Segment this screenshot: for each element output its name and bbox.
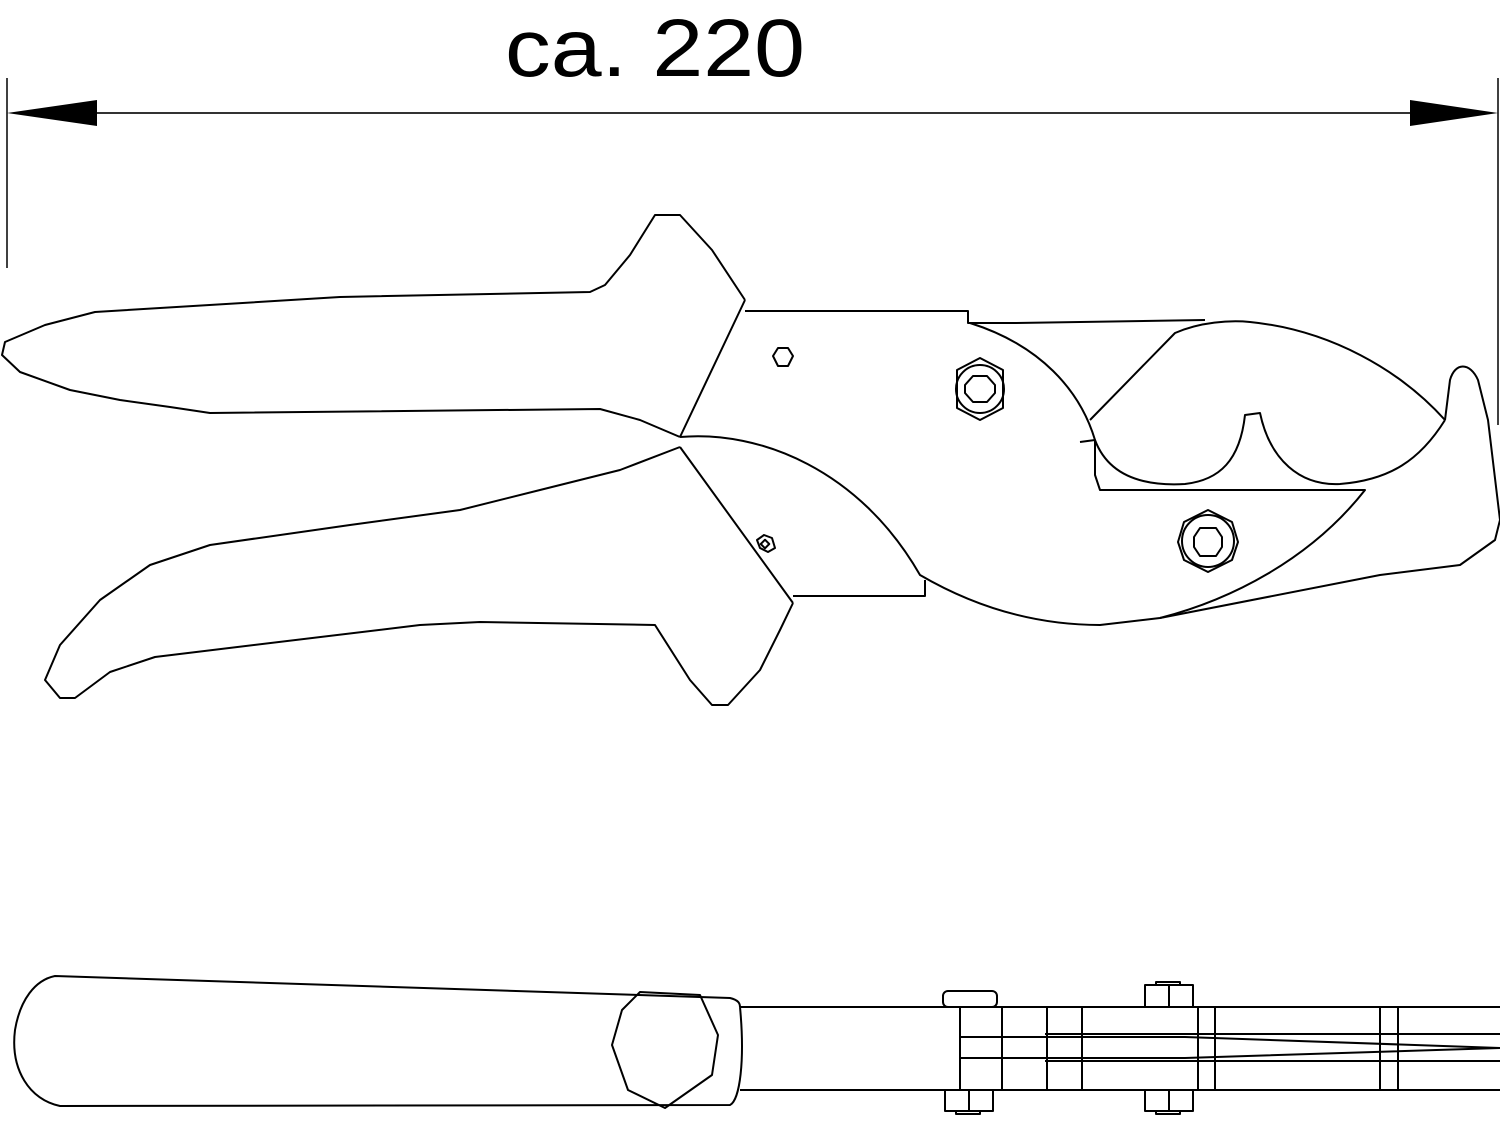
upper-body-plate [679,299,1206,438]
bottom-bolt [1144,1089,1194,1115]
lower-bolt [1177,509,1239,573]
small-rivet-upper [772,347,794,367]
top-bolt [1144,981,1194,1008]
dimension-annotation: ca. 220 [6,3,1499,425]
upper-handle [1,214,746,438]
top-rivet-head [942,990,998,1008]
center-slot [960,1036,1500,1059]
upper-bolt [955,357,1005,421]
lower-handle [44,446,794,706]
bottom-rivet [944,1089,994,1115]
side-view [1,214,1500,706]
pipe-cradle [1079,412,1446,486]
arrow-right-icon [1410,100,1498,126]
handle-grip [13,975,743,1107]
top-view [13,975,1500,1115]
lower-body-plate [679,446,926,604]
jaw-seat [1089,320,1446,421]
dimension-label: ca. 220 [505,3,805,94]
cutting-jaw [679,322,1366,626]
hook-blade [1159,365,1500,619]
arrow-left-icon [7,100,97,126]
handle-end-octagon [611,991,719,1109]
small-rivet-lower [756,534,776,553]
